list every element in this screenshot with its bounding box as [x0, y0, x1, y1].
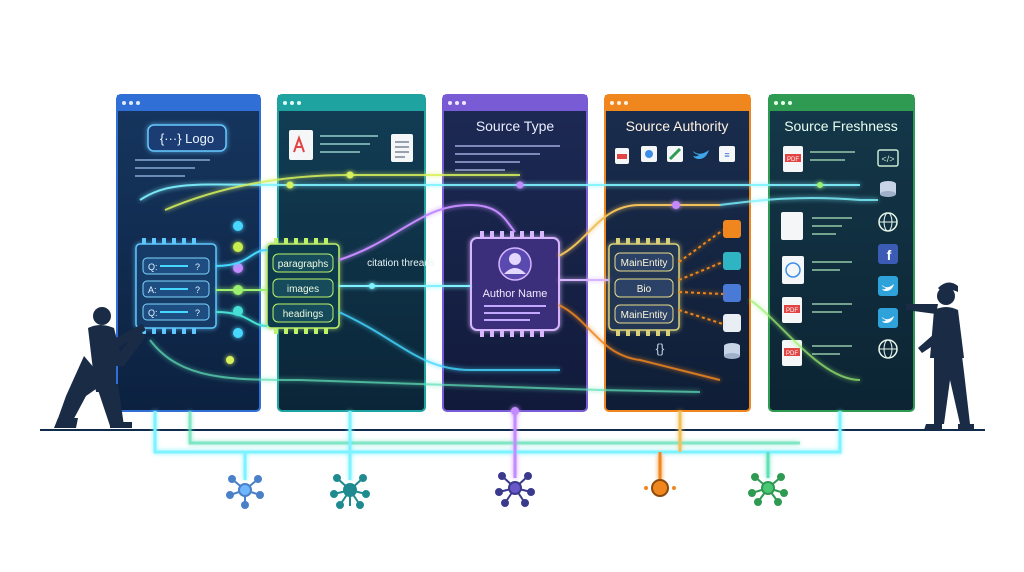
chip-mainentity-2: MainEntity	[614, 304, 674, 324]
svg-text:headings: headings	[283, 309, 324, 320]
svg-text:PDF: PDF	[786, 351, 798, 357]
panel-title-source-type: Source Type	[476, 118, 555, 134]
kneeling-person-figure	[54, 307, 146, 428]
content-chip-block: paragraphs images headings	[266, 238, 340, 334]
twitter-icon	[693, 150, 709, 159]
hub-node-icon-4	[644, 479, 676, 497]
qa-row-1: Q: ?	[142, 257, 210, 275]
code-icon: </>	[881, 154, 894, 164]
database-icon	[880, 181, 896, 197]
circuit-traces	[139, 174, 878, 393]
user-avatar-icon	[498, 247, 532, 281]
chip-mainentity-1: MainEntity	[614, 252, 674, 272]
pdf-doc-icon	[289, 130, 313, 160]
authority-side-icons	[723, 220, 741, 359]
hub-network-icon-3	[495, 472, 535, 507]
svg-text:PDF: PDF	[786, 308, 798, 314]
logo-label: {···} Logo	[160, 131, 214, 146]
qa-row-2: A: ?	[142, 280, 210, 298]
svg-text:?: ?	[195, 262, 200, 272]
svg-text:images: images	[287, 284, 319, 295]
document-icon	[391, 134, 413, 162]
panel-source-authority: Source Authority ≡ MainEnt	[604, 94, 751, 412]
svg-text:Q:: Q:	[148, 308, 158, 318]
twitter-icon	[878, 276, 898, 296]
database-icon	[724, 343, 740, 359]
chip-headings: headings	[272, 303, 334, 323]
code-braces-icon: {}	[656, 341, 665, 356]
chip-bio: Bio	[614, 278, 674, 298]
twitter-icon	[878, 308, 898, 328]
hub-network-icon-1	[226, 475, 264, 509]
authority-chip-block: MainEntity Bio MainEntity	[608, 238, 680, 336]
svg-text:Q:: Q:	[148, 262, 158, 272]
logo-chip	[147, 124, 227, 152]
svg-text:≡: ≡	[724, 150, 729, 160]
panel-content: paragraphs images headings citation thre…	[266, 94, 435, 412]
chip-images: images	[272, 278, 334, 298]
svg-text:A:: A:	[148, 285, 157, 295]
freshness-docs: PDF PDF PDF	[781, 146, 804, 366]
svg-text:paragraphs: paragraphs	[278, 259, 329, 270]
citation-label: citation threads	[367, 258, 435, 269]
panel-title-source-authority: Source Authority	[626, 118, 729, 134]
globe-icon	[878, 339, 898, 359]
facebook-icon: f	[878, 244, 898, 264]
panel-source-freshness: Source Freshness PDF PDF PDF </>	[768, 94, 915, 412]
svg-text:?: ?	[195, 308, 200, 318]
qa-block: Q: ? A: ? Q: ?	[135, 238, 217, 334]
author-label: Author Name	[483, 288, 548, 300]
window-dots	[122, 101, 140, 105]
svg-text:f: f	[887, 247, 892, 263]
standing-person-figure	[906, 282, 974, 430]
svg-text:PDF: PDF	[787, 157, 799, 163]
author-chip: Author Name	[470, 231, 560, 337]
freshness-side-icons: </> f	[877, 149, 899, 359]
panel-logo: {···} Logo Q: ? A:	[116, 94, 261, 412]
hub-network-icon-2	[330, 474, 370, 509]
svg-text:MainEntity: MainEntity	[621, 310, 668, 321]
chip-paragraphs: paragraphs	[272, 253, 334, 273]
globe-icon	[878, 212, 898, 232]
bus-lines	[153, 411, 842, 480]
node-dots-1	[233, 221, 243, 338]
svg-text:Bio: Bio	[637, 284, 652, 295]
hub-network-icon-5	[748, 473, 788, 506]
svg-text:MainEntity: MainEntity	[621, 258, 668, 269]
circuit-nodes	[226, 171, 823, 364]
svg-text:?: ?	[195, 285, 200, 295]
qa-row-3: Q: ?	[142, 303, 210, 321]
authority-icon-row: ≡	[615, 146, 735, 164]
panel-title-source-freshness: Source Freshness	[784, 118, 898, 134]
